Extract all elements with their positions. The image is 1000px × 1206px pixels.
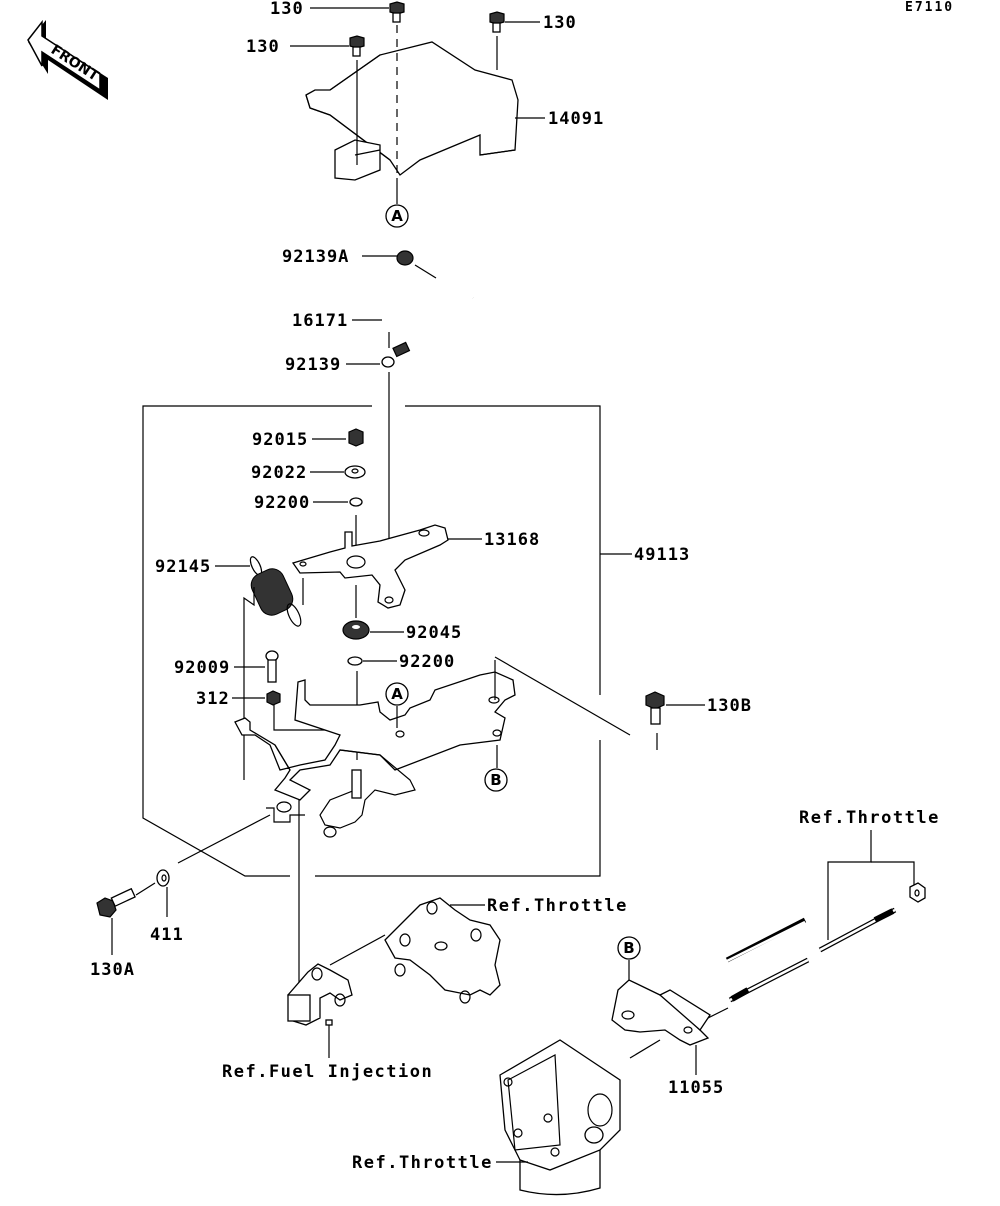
label-11055: 11055 <box>668 1078 724 1098</box>
label-92022: 92022 <box>251 463 307 483</box>
label-13168: 13168 <box>484 530 540 550</box>
spring-icon[interactable] <box>247 555 303 628</box>
label-130-top: 130 <box>270 0 304 19</box>
label-130a: 130A <box>90 960 135 980</box>
ref-throttle-right: Ref.Throttle <box>799 808 940 828</box>
circlip-icon[interactable] <box>347 656 363 666</box>
svg-text:B: B <box>490 771 501 789</box>
throttle-rod-part[interactable] <box>724 907 897 1003</box>
throttle-body-lower-part[interactable] <box>499 1039 621 1196</box>
label-130-right: 130 <box>543 13 577 33</box>
ref-throttle-upper: Ref.Throttle <box>487 896 628 916</box>
svg-text:A: A <box>391 685 403 703</box>
nut-icon[interactable] <box>348 428 364 447</box>
label-312: 312 <box>196 689 230 709</box>
marker-a <box>385 204 409 228</box>
lever-part[interactable] <box>291 524 449 609</box>
washer-icon[interactable] <box>344 465 366 479</box>
collar-icon[interactable] <box>342 620 370 640</box>
label-16171: 16171 <box>292 311 348 331</box>
label-92009: 92009 <box>174 658 230 678</box>
bolt-icon[interactable] <box>265 650 279 683</box>
clamp-icon[interactable] <box>396 250 414 266</box>
label-130b: 130B <box>707 696 752 716</box>
marker-b <box>617 936 641 960</box>
diagram-code: E7110 <box>905 0 954 15</box>
bolt-icon[interactable] <box>489 11 505 33</box>
marker-b <box>484 768 508 792</box>
label-92145: 92145 <box>155 557 211 577</box>
label-92139a: 92139A <box>282 247 349 267</box>
label-49113: 49113 <box>634 545 690 565</box>
label-92200-upper: 92200 <box>254 493 310 513</box>
bracket-11055-part[interactable] <box>611 979 711 1046</box>
nut-icon[interactable] <box>266 690 281 706</box>
ref-throttle-bottom: Ref.Throttle <box>352 1153 493 1173</box>
circlip-icon[interactable] <box>349 497 363 507</box>
label-92015: 92015 <box>252 430 308 450</box>
bolt-icon[interactable] <box>349 35 365 57</box>
ref-fuel-injection: Ref.Fuel Injection <box>222 1062 433 1082</box>
bolt-icon[interactable] <box>645 691 665 725</box>
marker-a <box>385 682 409 706</box>
sensor-part[interactable] <box>287 963 353 1026</box>
label-92139: 92139 <box>285 355 341 375</box>
cover-part[interactable] <box>305 41 519 181</box>
throttle-body-part[interactable] <box>384 897 501 1004</box>
clamp-icon[interactable] <box>381 341 411 368</box>
svg-text:A: A <box>391 207 403 225</box>
label-130-left: 130 <box>246 37 280 57</box>
front-arrow-icon: FRONT <box>27 19 108 100</box>
hose-part[interactable] <box>383 278 474 325</box>
label-92045: 92045 <box>406 623 462 643</box>
label-14091: 14091 <box>548 109 604 129</box>
bolt-icon[interactable] <box>96 887 136 918</box>
nut-icon[interactable] <box>909 882 926 903</box>
label-411: 411 <box>150 925 184 945</box>
svg-text:B: B <box>623 939 634 957</box>
washer-icon[interactable] <box>156 869 170 887</box>
bolt-icon[interactable] <box>389 1 405 23</box>
label-92200-lower: 92200 <box>399 652 455 672</box>
